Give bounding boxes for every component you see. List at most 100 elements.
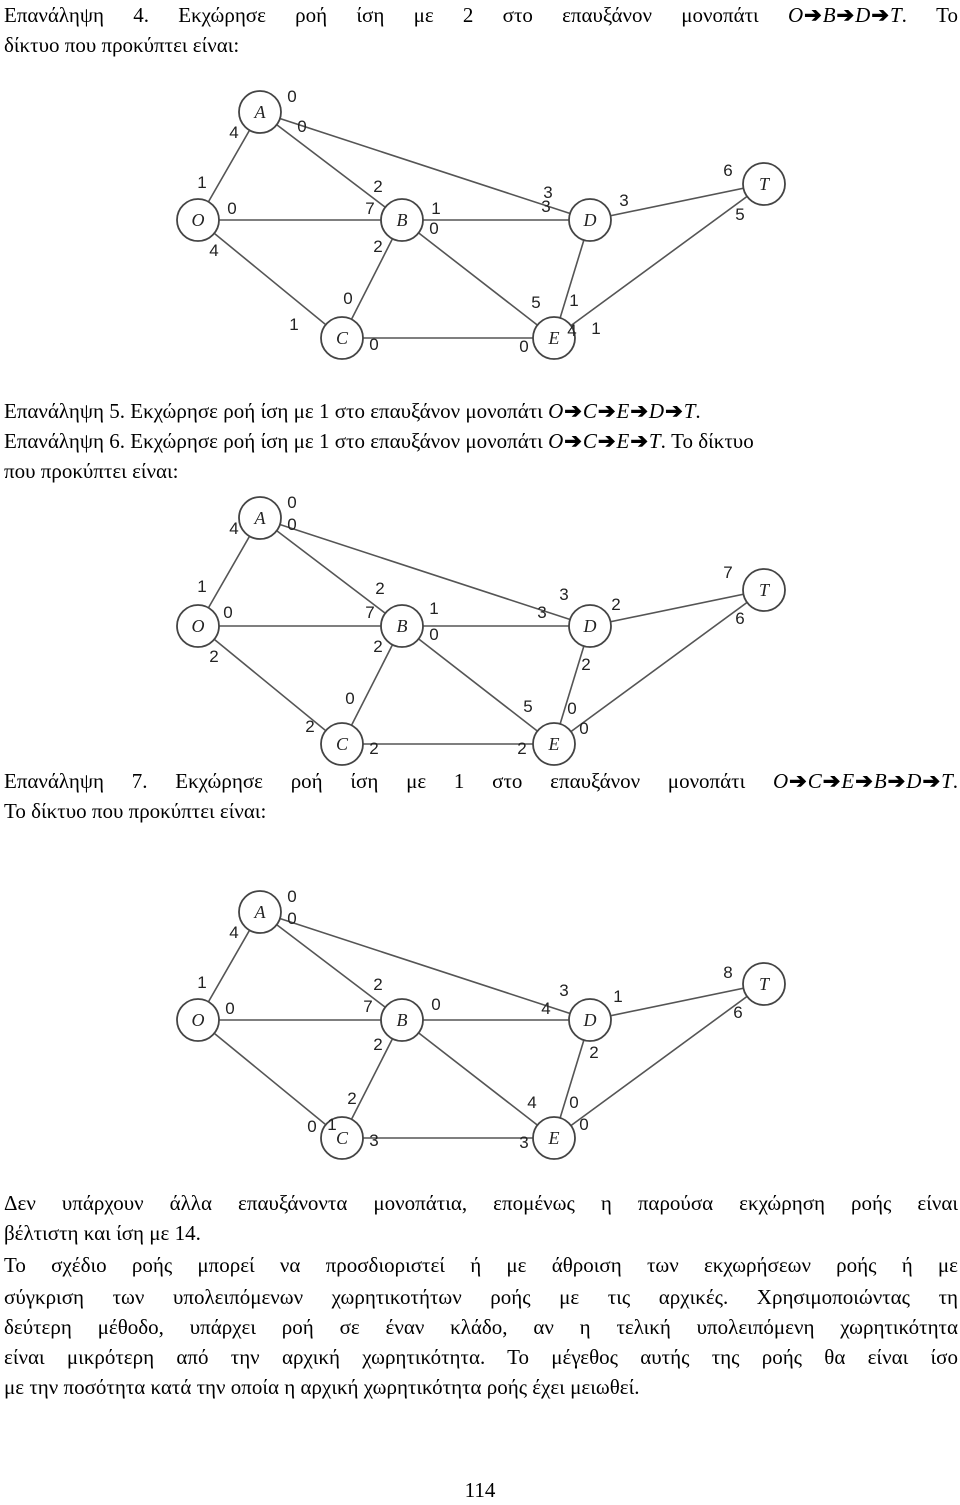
capacity-label: 1 — [613, 987, 622, 1006]
capacity-label: 4 — [229, 123, 238, 142]
flowplan-line-2: σύγκριση των υπολειπόμενων χωρητικοτήτων… — [4, 1285, 958, 1309]
node-label: O — [192, 210, 205, 230]
arrow-icon: ➔ — [922, 769, 941, 793]
node-O — [176, 198, 220, 242]
arrow-icon: ➔ — [855, 769, 873, 793]
edge-A-D — [259, 111, 591, 221]
capacity-label: 3 — [619, 191, 628, 210]
path-node: O — [548, 429, 564, 453]
capacity-label: 2 — [209, 647, 218, 666]
arrow-icon: ➔ — [597, 429, 616, 453]
capacity-label: 3 — [519, 1133, 528, 1152]
page-number: 114 — [464, 1478, 496, 1502]
capacity-label: 1 — [429, 599, 438, 618]
node-label: D — [583, 210, 597, 230]
node-O — [176, 998, 220, 1042]
node-label: E — [548, 1128, 560, 1148]
node-label: D — [583, 616, 597, 636]
capacity-label: 4 — [229, 519, 238, 538]
node-C — [320, 1116, 364, 1160]
path-node: O — [773, 769, 789, 793]
edge-B-C — [341, 625, 403, 745]
capacity-label: 3 — [541, 197, 550, 216]
node-label: A — [254, 102, 267, 122]
node-A — [238, 90, 282, 134]
node-B — [380, 604, 424, 648]
edge-E-T — [553, 183, 765, 339]
node-label: O — [192, 1010, 205, 1030]
arrow-icon: ➔ — [564, 429, 582, 453]
capacity-label: 0 — [579, 719, 588, 738]
capacity-label: 2 — [373, 637, 382, 656]
path-node: D — [648, 399, 665, 423]
capacity-label: 2 — [611, 595, 620, 614]
path-node: B — [822, 3, 836, 27]
capacity-label: 3 — [369, 1131, 378, 1150]
capacity-label: 3 — [559, 585, 568, 604]
path-node: C — [807, 769, 822, 793]
node-C — [320, 316, 364, 360]
capacity-label: 3 — [537, 603, 546, 622]
capacity-label: 5 — [531, 293, 540, 312]
capacity-label: 1 — [289, 315, 298, 334]
capacity-label: 0 — [287, 909, 296, 928]
capacity-label: 5 — [523, 697, 532, 716]
capacity-label: 7 — [365, 199, 374, 218]
flowplan-line-5: με την ποσότητα κατά την οποία η αρχική … — [4, 1375, 640, 1399]
path-node: T — [683, 399, 696, 423]
capacity-label: 2 — [373, 1035, 382, 1054]
capacity-label: 7 — [365, 603, 374, 622]
capacity-label: 8 — [723, 963, 732, 982]
node-E — [532, 722, 576, 766]
capacity-label: 0 — [519, 337, 528, 356]
capacity-label: 2 — [589, 1043, 598, 1062]
capacity-label: 4 — [229, 923, 238, 942]
path-node: E — [841, 769, 855, 793]
node-T — [742, 962, 786, 1006]
capacity-label: 6 — [723, 161, 732, 180]
arrow-icon: ➔ — [665, 399, 683, 423]
iteration-4-line-2: δίκτυο που προκύπτει είναι: — [4, 33, 240, 57]
capacity-label: 2 — [373, 975, 382, 994]
capacity-label: 3 — [543, 183, 552, 202]
edge-B-C — [341, 219, 403, 339]
node-A — [238, 496, 282, 540]
flowplan-line-3: δεύτερη μέθοδο, υπάρχει ροή σε έναν κλάδ… — [4, 1315, 958, 1339]
capacity-label: 2 — [373, 177, 382, 196]
edge-B-E — [401, 1019, 555, 1139]
iteration-4-line-1: Επανάληψη 4. Εκχώρησε ροή ίση με 2 στο ε… — [4, 3, 958, 27]
path-node: T — [889, 3, 902, 27]
path-node: D — [906, 769, 922, 793]
capacity-label: 0 — [569, 1093, 578, 1112]
capacity-label: 2 — [369, 739, 378, 758]
node-label: C — [336, 328, 349, 348]
node-label: E — [548, 734, 560, 754]
capacity-label: 2 — [373, 237, 382, 256]
capacity-label: 5 — [735, 205, 744, 224]
arrow-icon: ➔ — [871, 3, 889, 27]
edge-A-B — [259, 911, 403, 1021]
capacity-label: 0 — [307, 1117, 316, 1136]
node-D — [568, 604, 612, 648]
edge-D-T — [589, 983, 765, 1021]
node-label: C — [336, 1128, 349, 1148]
edge-O-C — [197, 1019, 343, 1139]
augmenting-path: O➔C➔E➔T — [548, 429, 661, 453]
augmenting-path: O➔C➔E➔D➔T — [548, 399, 695, 423]
capacity-label: 1 — [197, 173, 206, 192]
node-label: T — [759, 174, 771, 194]
node-label: O — [192, 616, 205, 636]
arrow-icon: ➔ — [836, 3, 855, 27]
node-T — [742, 568, 786, 612]
arrow-icon: ➔ — [630, 429, 648, 453]
iteration-6-line-1: Επανάληψη 6. Εκχώρησε ροή ίση με 1 στο ε… — [4, 429, 754, 453]
path-node: T — [648, 429, 661, 453]
capacity-label: 1 — [197, 973, 206, 992]
edge-B-E — [401, 625, 555, 745]
capacity-label: 1 — [431, 199, 440, 218]
capacity-label: 6 — [733, 1003, 742, 1022]
